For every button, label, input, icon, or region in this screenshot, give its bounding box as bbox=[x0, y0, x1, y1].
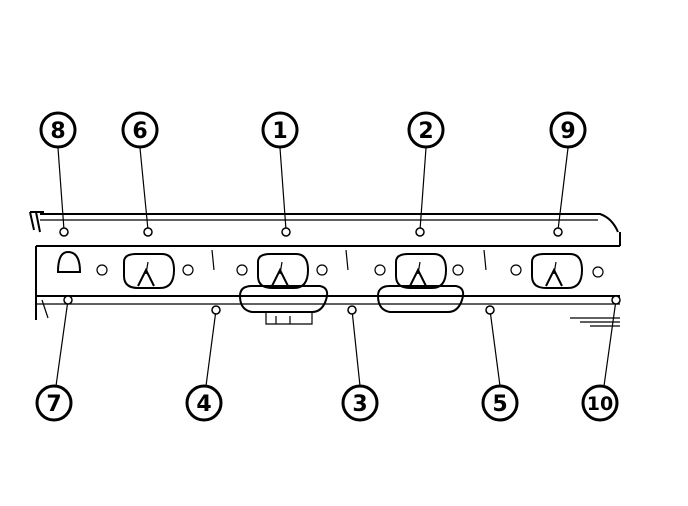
callout-label-2: 2 bbox=[418, 119, 433, 144]
callout-1: 1 bbox=[261, 111, 299, 237]
callout-2: 2 bbox=[407, 111, 445, 237]
callout-label-4: 4 bbox=[196, 392, 211, 417]
port-1 bbox=[123, 253, 176, 289]
exhaust-ports bbox=[238, 285, 465, 325]
callout-label-6: 6 bbox=[132, 119, 147, 144]
port-3 bbox=[395, 253, 448, 289]
callout-label-7: 7 bbox=[46, 392, 61, 417]
callout-5: 5 bbox=[481, 305, 519, 422]
callout-label-9: 9 bbox=[560, 119, 575, 144]
callout-label-10: 10 bbox=[587, 393, 613, 415]
callout-7: 7 bbox=[35, 295, 73, 422]
callouts-bottom: 7 4 3 5 10 bbox=[35, 295, 621, 422]
callout-6: 6 bbox=[121, 111, 159, 237]
cylinder-head bbox=[29, 211, 621, 327]
port-4 bbox=[531, 253, 584, 289]
studs bbox=[96, 264, 604, 278]
callout-label-8: 8 bbox=[50, 119, 65, 144]
callout-10: 10 bbox=[581, 295, 621, 422]
callout-label-5: 5 bbox=[492, 392, 507, 417]
callout-3: 3 bbox=[341, 305, 379, 422]
port-2 bbox=[257, 253, 310, 289]
callouts-top: 8 6 1 2 9 bbox=[39, 111, 587, 237]
callout-label-3: 3 bbox=[352, 392, 367, 417]
callout-label-1: 1 bbox=[272, 119, 287, 144]
callout-8: 8 bbox=[39, 111, 77, 237]
callout-4: 4 bbox=[185, 305, 223, 422]
callout-9: 9 bbox=[549, 111, 587, 237]
